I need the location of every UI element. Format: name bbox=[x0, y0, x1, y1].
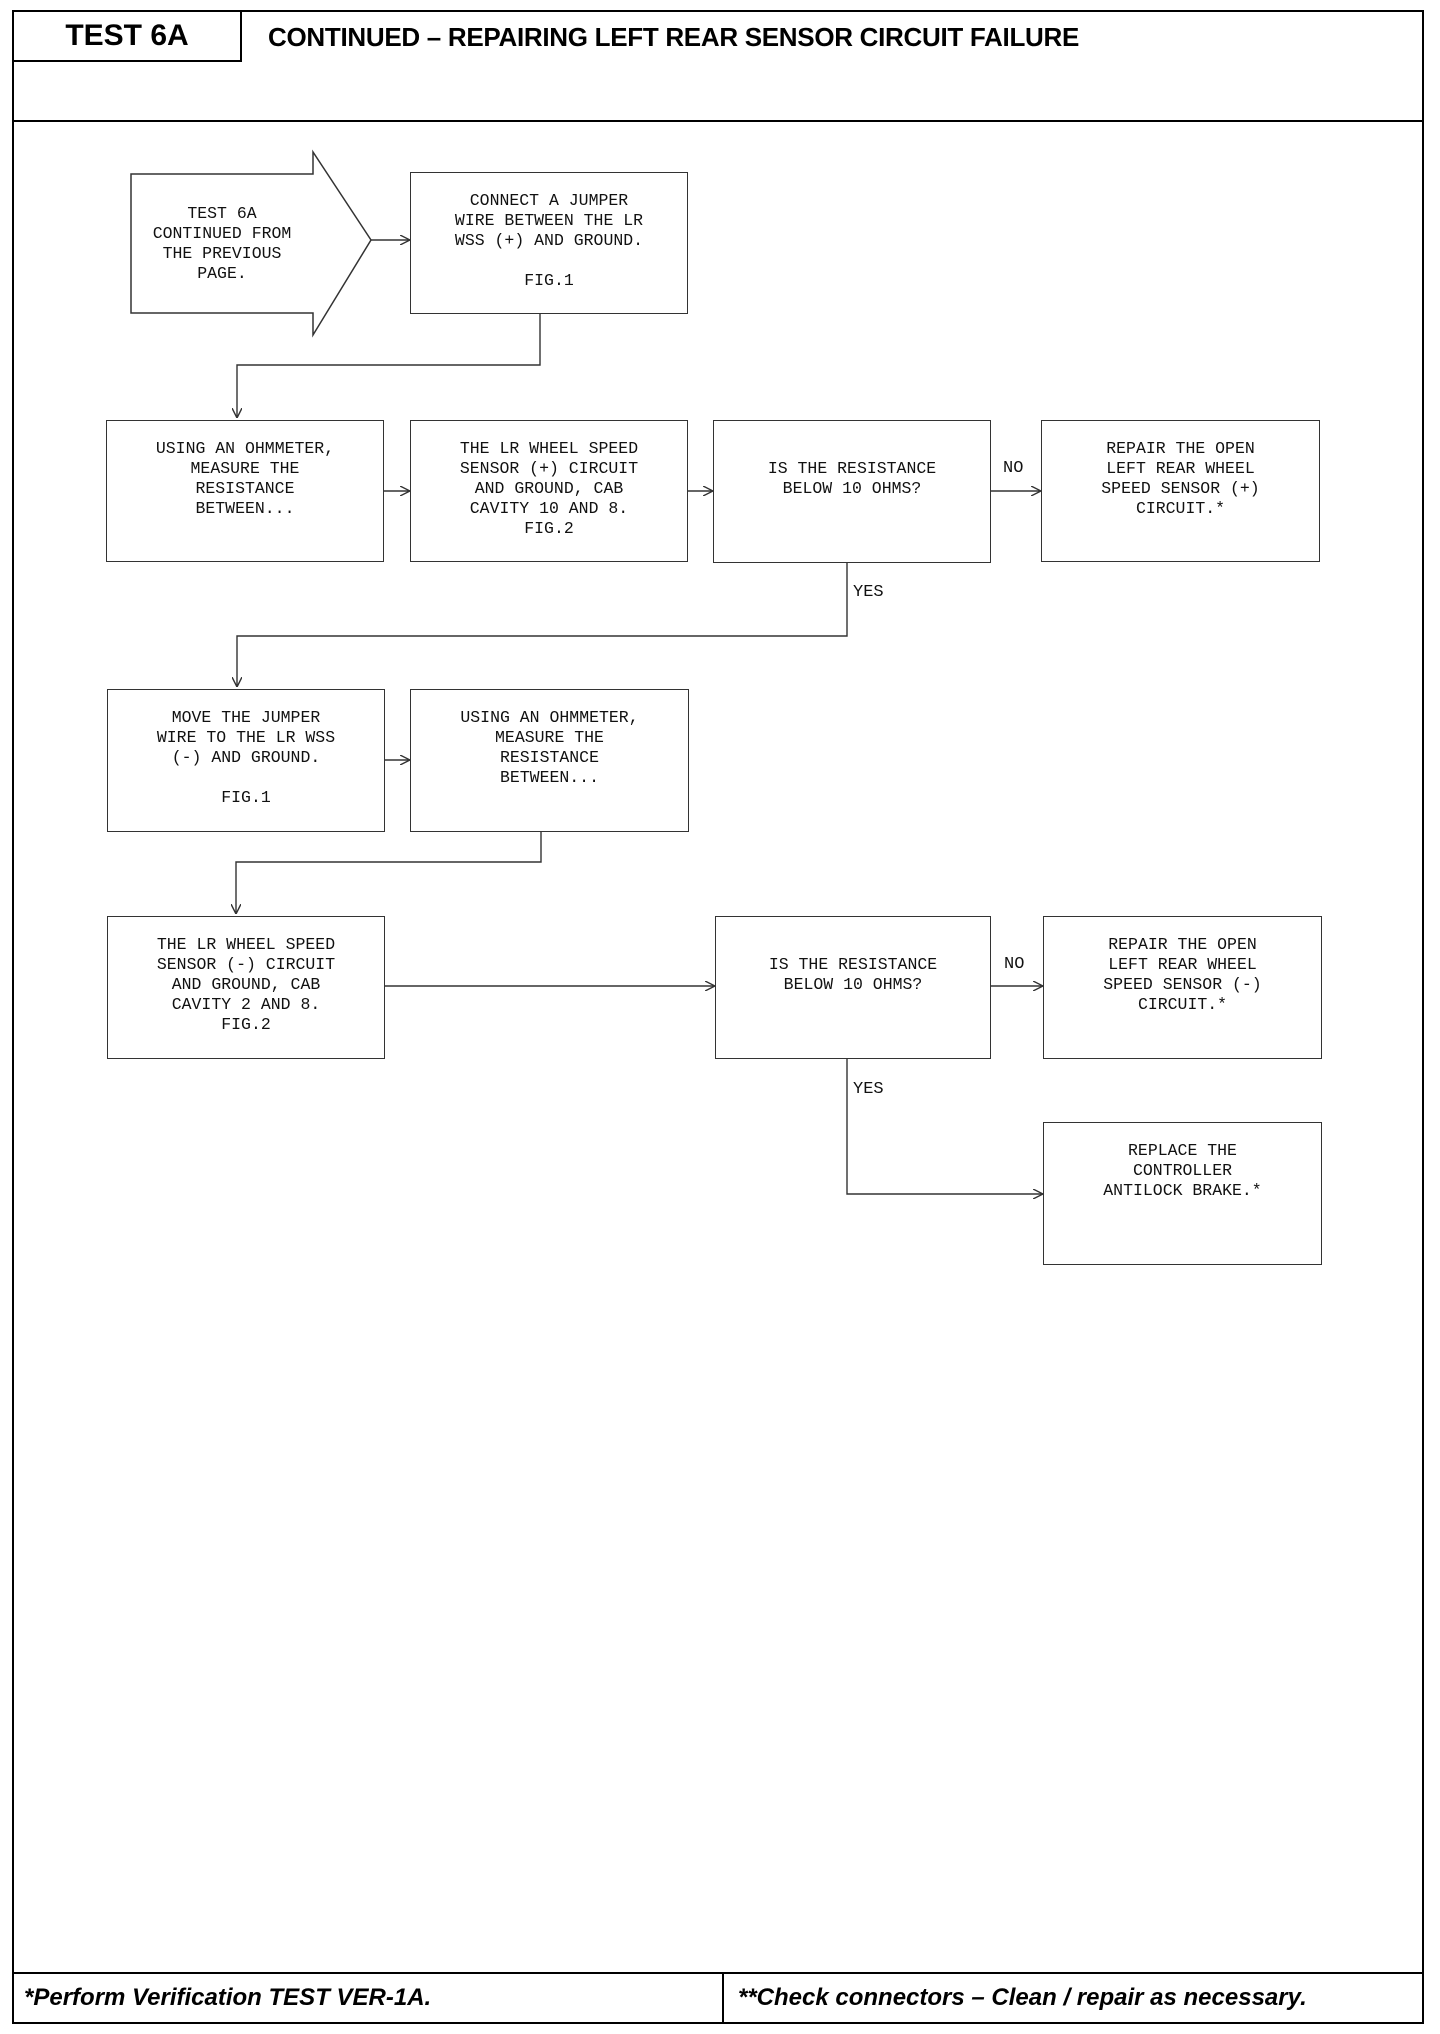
step-text: USING AN OHMMETER, MEASURE THE RESISTANC… bbox=[155, 439, 335, 518]
repair-open-minus-circuit: REPAIR THE OPEN LEFT REAR WHEEL SPEED SE… bbox=[1043, 916, 1322, 1059]
step-lr-minus-circuit: THE LR WHEEL SPEED SENSOR (-) CIRCUIT AN… bbox=[107, 916, 385, 1059]
step-text: THE LR WHEEL SPEED SENSOR (+) CIRCUIT AN… bbox=[459, 439, 639, 538]
step-connect-jumper: CONNECT A JUMPER WIRE BETWEEN THE LR WSS… bbox=[410, 172, 688, 314]
step-lr-plus-circuit: THE LR WHEEL SPEED SENSOR (+) CIRCUIT AN… bbox=[410, 420, 688, 562]
label-yes-1: YES bbox=[853, 583, 884, 602]
decision-text: IS THE RESISTANCE BELOW 10 OHMS? bbox=[768, 955, 938, 994]
step-ohmmeter-2: USING AN OHMMETER, MEASURE THE RESISTANC… bbox=[410, 689, 689, 832]
decision-resistance-1: IS THE RESISTANCE BELOW 10 OHMS? bbox=[713, 420, 991, 563]
connector-ohmmeter2-to-circuit bbox=[236, 832, 542, 914]
entry-text: TEST 6A CONTINUED FROM THE PREVIOUS PAGE… bbox=[152, 204, 292, 283]
step-move-jumper: MOVE THE JUMPER WIRE TO THE LR WSS (-) A… bbox=[107, 689, 385, 832]
label-no-2: NO bbox=[1004, 955, 1025, 974]
repair-open-plus-circuit: REPAIR THE OPEN LEFT REAR WHEEL SPEED SE… bbox=[1041, 420, 1320, 562]
step-ohmmeter-1: USING AN OHMMETER, MEASURE THE RESISTANC… bbox=[106, 420, 384, 562]
footer-note-verification: *Perform Verification TEST VER-1A. bbox=[14, 1974, 724, 2022]
step-text: CONNECT A JUMPER WIRE BETWEEN THE LR WSS… bbox=[454, 191, 644, 290]
page-frame: TEST 6A CONTINUED – REPAIRING LEFT REAR … bbox=[12, 10, 1424, 2024]
repair-text: REPAIR THE OPEN LEFT REAR WHEEL SPEED SE… bbox=[1101, 439, 1260, 518]
page-title: CONTINUED – REPAIRING LEFT REAR SENSOR C… bbox=[268, 21, 1080, 52]
step-text: USING AN OHMMETER, MEASURE THE RESISTANC… bbox=[460, 708, 639, 787]
header: TEST 6A CONTINUED – REPAIRING LEFT REAR … bbox=[14, 12, 1422, 122]
replace-controller-antilock-brake: REPLACE THE CONTROLLER ANTILOCK BRAKE.* bbox=[1043, 1122, 1322, 1265]
connector-decision2-yes bbox=[846, 1059, 1043, 1194]
entry-arrow-shape bbox=[130, 149, 372, 338]
decision-text: IS THE RESISTANCE BELOW 10 OHMS? bbox=[767, 459, 937, 498]
label-no-1: NO bbox=[1003, 459, 1024, 478]
entry-test-6a-continued: TEST 6A CONTINUED FROM THE PREVIOUS PAGE… bbox=[131, 174, 313, 313]
test-id: TEST 6A bbox=[14, 12, 242, 62]
connector-jumper-to-ohmmeter1 bbox=[237, 312, 541, 418]
replace-text: REPLACE THE CONTROLLER ANTILOCK BRAKE.* bbox=[1103, 1141, 1262, 1200]
connector-decision1-yes bbox=[237, 563, 848, 687]
footer-note-connectors: **Check connectors – Clean / repair as n… bbox=[738, 1984, 1307, 2011]
step-text: THE LR WHEEL SPEED SENSOR (-) CIRCUIT AN… bbox=[156, 935, 336, 1034]
decision-resistance-2: IS THE RESISTANCE BELOW 10 OHMS? bbox=[715, 916, 991, 1059]
label-yes-2: YES bbox=[853, 1080, 884, 1099]
step-text: MOVE THE JUMPER WIRE TO THE LR WSS (-) A… bbox=[156, 708, 336, 807]
repair-text: REPAIR THE OPEN LEFT REAR WHEEL SPEED SE… bbox=[1103, 935, 1262, 1014]
footer: *Perform Verification TEST VER-1A. **Che… bbox=[14, 1972, 1422, 2022]
